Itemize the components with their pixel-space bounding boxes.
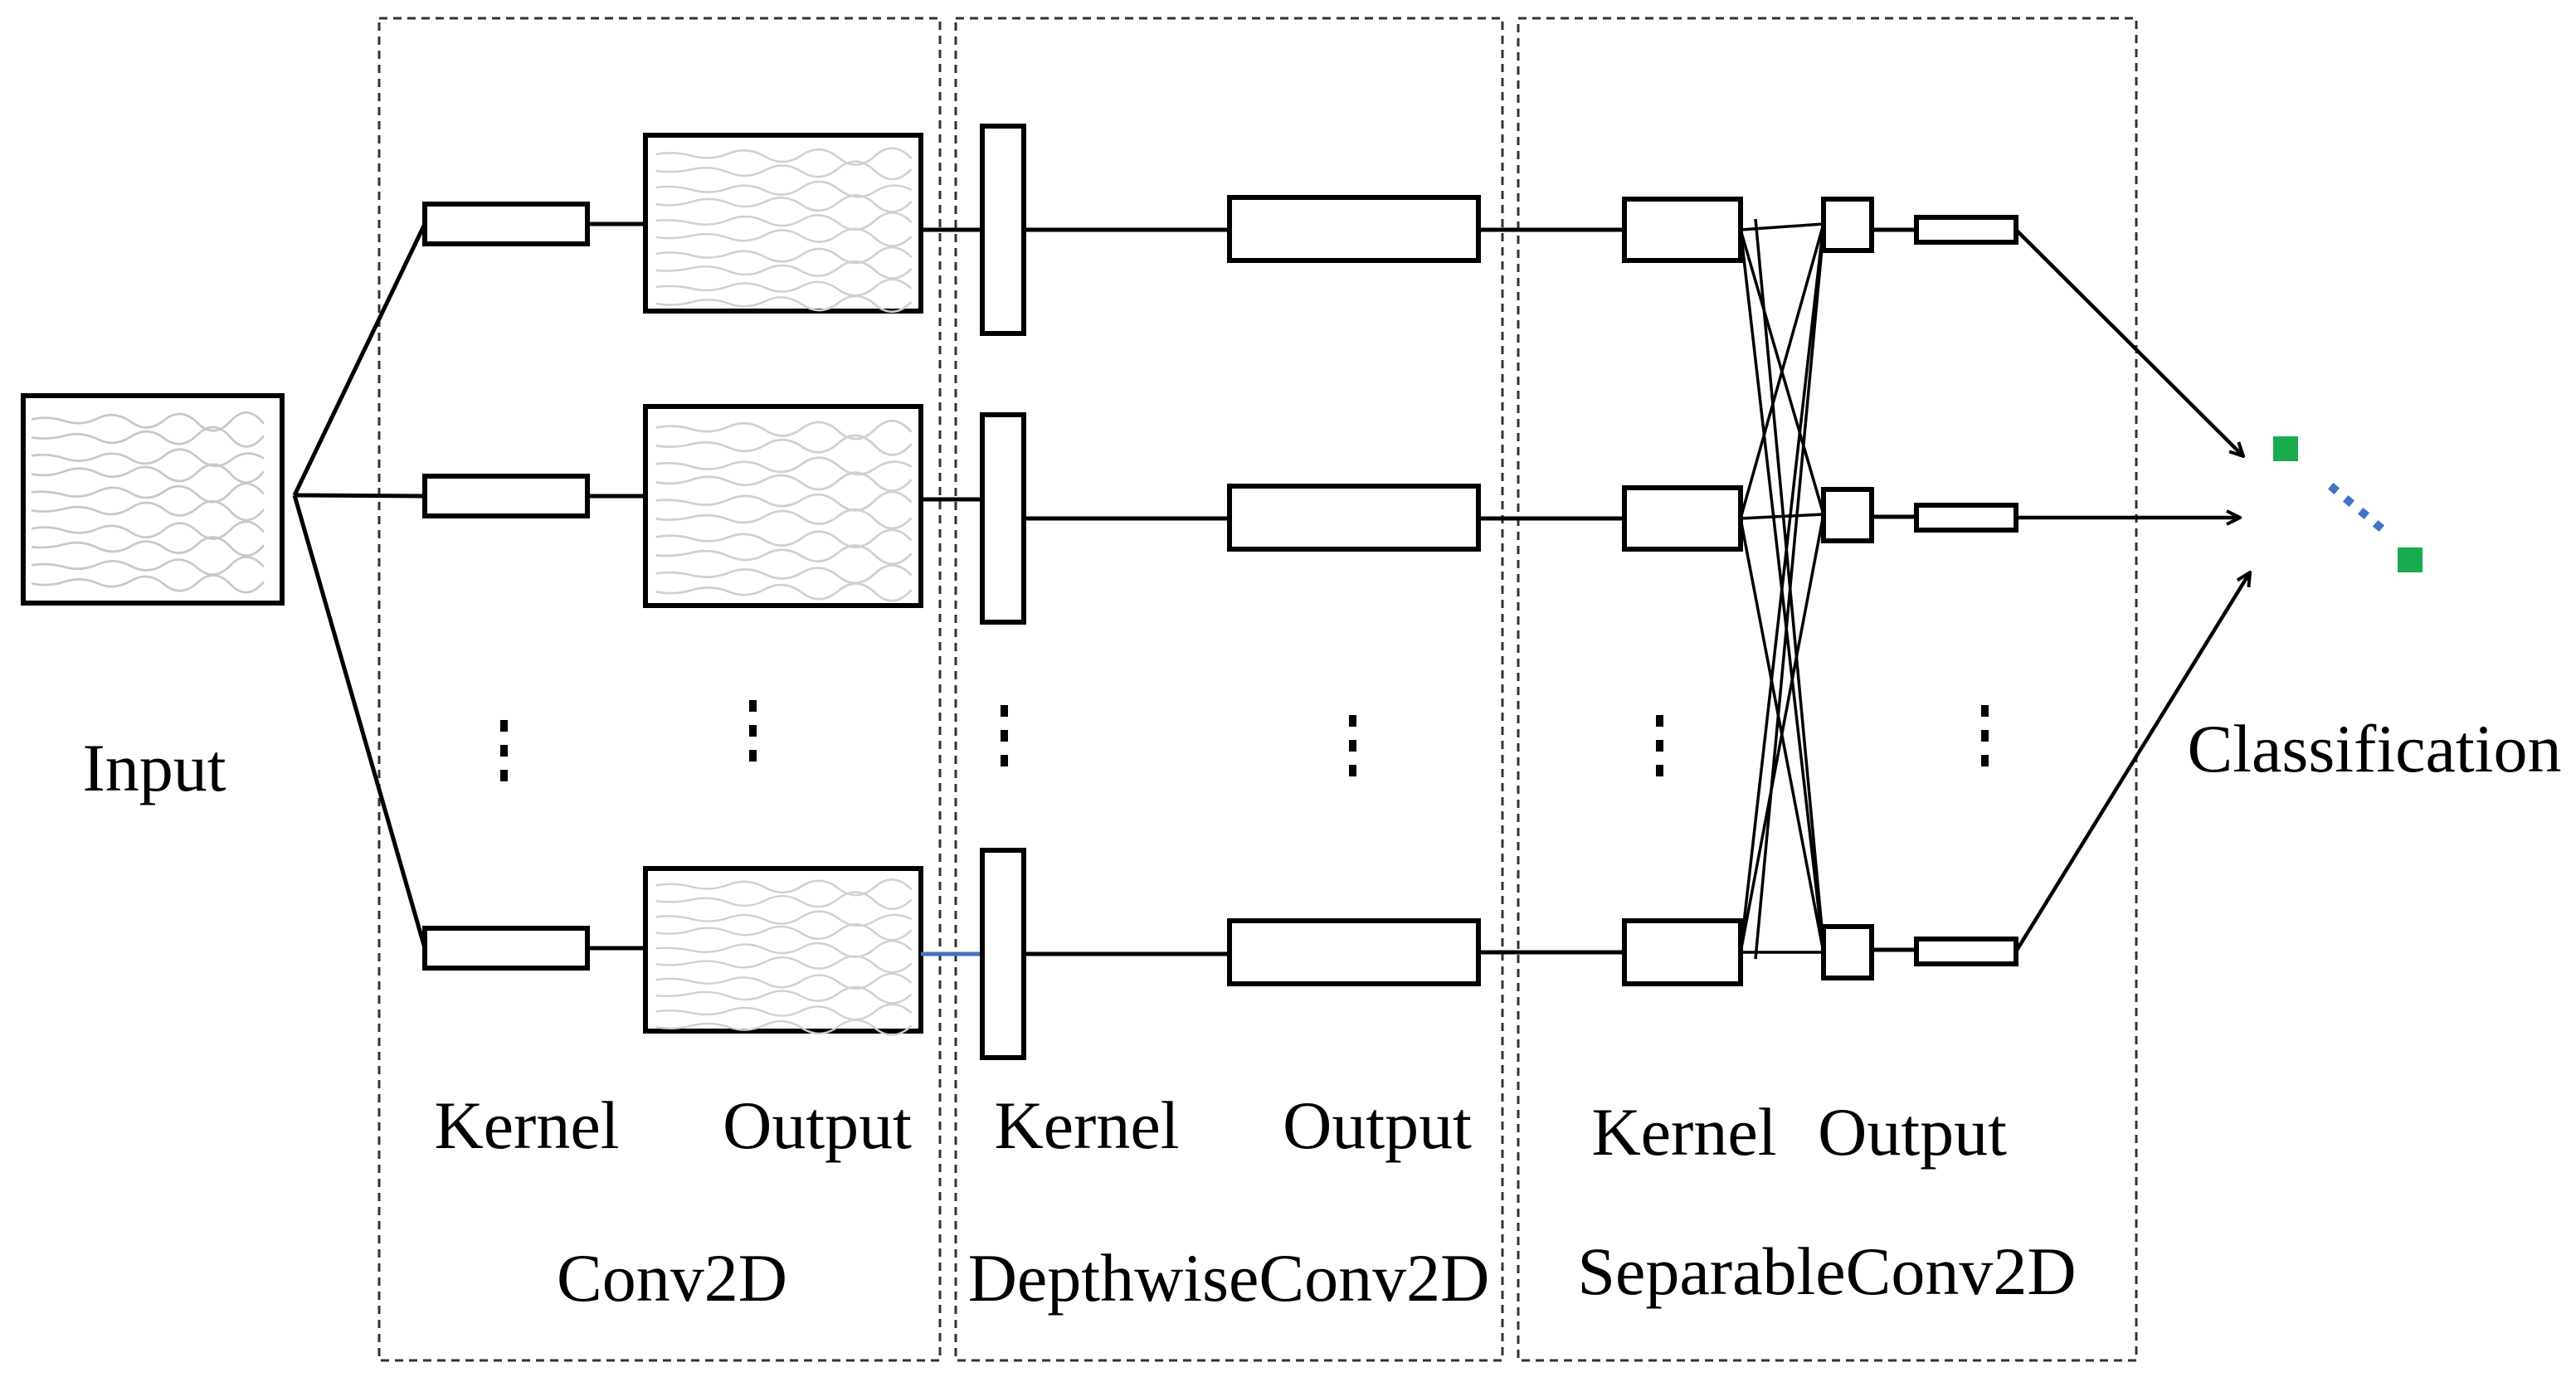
separable-kernel-label: Kernel	[1591, 1094, 1777, 1170]
input-link-bottom	[292, 494, 427, 949]
classification-label: Classification	[2187, 711, 2562, 786]
depthwise-output-bottom	[1227, 918, 1481, 986]
depthwise-panel	[954, 17, 1504, 1362]
depthwise-kernel-bottom	[980, 848, 1026, 1060]
conv2d-kernel-bottom	[422, 926, 590, 971]
input-link-mid	[294, 493, 426, 499]
input-eeg-thumbnail	[21, 393, 285, 606]
separable-output-label: Output	[1818, 1094, 2007, 1170]
vertical-ellipsis-icon	[1656, 715, 1663, 776]
separable-output-2	[1914, 503, 2018, 533]
depthwise-kernel-1	[980, 124, 1026, 336]
separable-kernel-bottom	[1622, 918, 1743, 986]
conv2d-output-label: Output	[723, 1087, 912, 1163]
arrow-to-class-bottom	[2014, 572, 2250, 953]
conv2d-output-1	[643, 133, 923, 314]
depthwise-kernel-2	[980, 412, 1026, 625]
dotted-link	[2327, 482, 2385, 533]
separable-kernel-1	[1622, 197, 1743, 263]
separable-output-1	[1914, 215, 2018, 245]
vertical-ellipsis-icon	[1349, 715, 1356, 776]
depthwise-kernel-label: Kernel	[994, 1087, 1180, 1163]
conv2d-kernel-label: Kernel	[434, 1087, 620, 1163]
separable-title: SeparableConv2D	[1577, 1233, 2077, 1309]
input-link-top	[292, 222, 427, 497]
depthwise-title: DepthwiseConv2D	[967, 1240, 1490, 1316]
depthwise-output-1	[1227, 195, 1481, 263]
input-label: Input	[82, 730, 226, 805]
conv2d-title: Conv2D	[557, 1240, 787, 1316]
conv2d-panel	[377, 17, 942, 1362]
arrow-to-class-top	[2014, 228, 2243, 456]
conv2d-output-2	[643, 404, 923, 608]
conv2d-kernel-1	[422, 202, 590, 246]
separable-kernel-2	[1622, 485, 1743, 552]
vertical-ellipsis-icon	[1001, 705, 1008, 766]
vertical-ellipsis-icon	[749, 700, 757, 761]
depthwise-output-label: Output	[1283, 1087, 1472, 1163]
conv2d-kernel-2	[422, 474, 590, 518]
separable-node-2	[1821, 487, 1874, 543]
separable-output-bottom	[1914, 937, 2018, 966]
depthwise-output-2	[1227, 484, 1481, 552]
separable-node-1	[1821, 197, 1874, 253]
pointwise-connections	[1739, 218, 1825, 960]
vertical-ellipsis-icon	[1981, 705, 1989, 766]
class-node-icon	[2273, 436, 2298, 461]
separable-node-bottom	[1821, 924, 1874, 980]
conv2d-output-bottom	[643, 866, 923, 1036]
vertical-ellipsis-icon	[500, 720, 508, 781]
separable-panel	[1517, 17, 2138, 1362]
class-node-icon	[2398, 547, 2423, 572]
